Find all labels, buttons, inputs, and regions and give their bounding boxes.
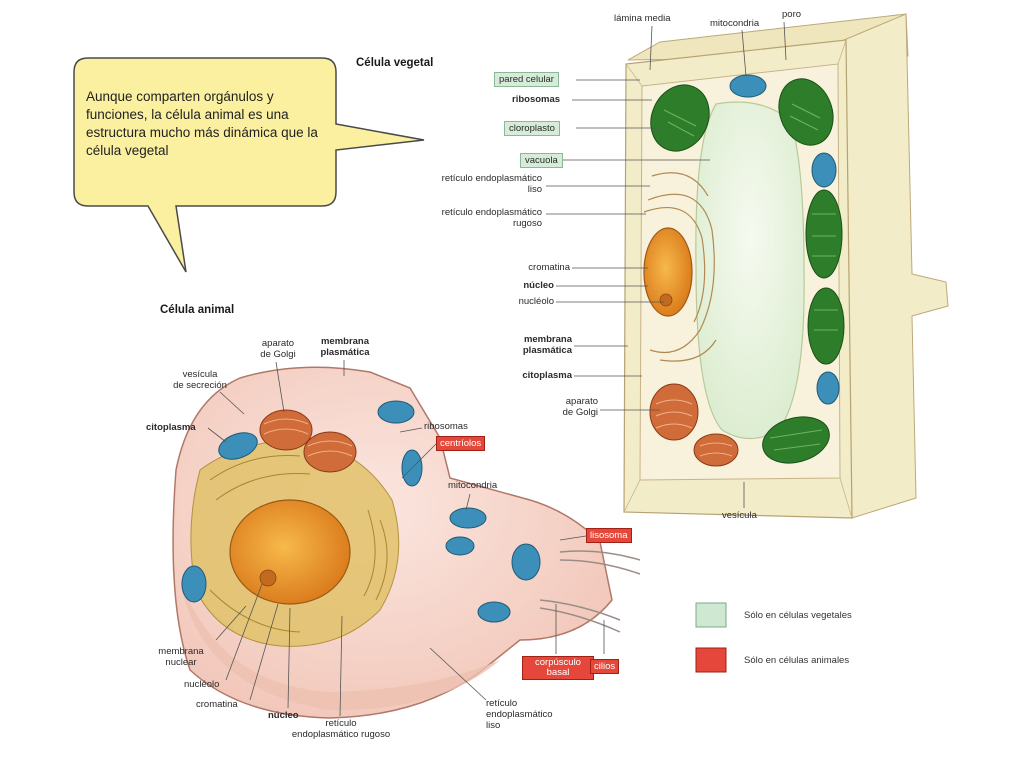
animal-label-cilios: cilios [590,659,620,674]
animal-label-corpusculo: corpúsculo basal [522,656,594,680]
animal-label-cromatina: cromatina [196,699,238,710]
animal-label-mitocondria: mitocondria [448,480,498,491]
animal-label-golgi-1: aparato [261,338,295,349]
plant-label-citoplasma: citoplasma [522,370,572,381]
animal-label-corpusculo-1: corpúsculo [535,657,581,668]
plant-label-ret-rugoso-1: retículo endoplasmático [441,207,542,218]
animal-label-ret-liso-1: retículo [486,698,518,709]
animal-label-centriolos: centríolos [436,436,486,451]
plant-label-ret-rugoso-2: rugoso [512,218,542,229]
animal-label-ret-rugoso-2: endoplasmático rugoso [291,729,391,740]
plant-label-cromatina: cromatina [528,262,570,273]
plant-cell-title: Célula vegetal [356,57,434,69]
legend-animal-only: Sólo en células animales [744,655,850,666]
animal-label-lisosoma: lisosoma [586,528,632,543]
animal-label-membrana-2: plasmática [320,347,370,358]
plant-label-ret-liso-2: liso [527,184,542,195]
plant-label-golgi-2: de Golgi [562,407,598,418]
animal-label-membrana-1: membrana [320,336,370,347]
plant-label-membrana-2: plasmática [522,345,572,356]
plant-label-mitocondria: mitocondria [710,18,760,29]
speech-bubble [73,57,425,273]
animal-label-membrana-nuclear-2: nuclear [165,657,197,668]
plant-label-lamina-media: lámina media [614,13,671,24]
animal-label-ret-rugoso-1: retículo [325,718,357,729]
animal-label-nucleo: núcleo [268,710,299,721]
plant-label-golgi-1: aparato [565,396,598,407]
plant-label-ribosomas: ribosomas [512,94,561,105]
animal-cell-title: Célula animal [160,304,235,316]
bubble-text: Aunque comparten orgánulos y funciones, … [86,89,318,158]
legend-swatch-animal [695,647,727,673]
plant-label-vesicula: vesícula [722,510,757,521]
plant-label-membrana-1: membrana [523,334,572,345]
legend-swatch-plant [695,602,727,628]
animal-label-ribosomas: ribosomas [424,421,468,432]
animal-label-membrana-nuclear-1: membrana [158,646,204,657]
legend-plant-only: Sólo en células vegetales [744,610,852,621]
plant-label-cloroplasto: cloroplasto [504,121,560,136]
animal-label-vesicula-1: vesícula [182,369,218,380]
plant-cell [623,13,949,519]
animal-label-ret-liso-3: liso [486,720,501,731]
plant-label-pared-celular: pared celular [494,72,559,87]
plant-label-ret-liso-1: retículo endoplasmático [441,173,542,184]
animal-cell [172,366,641,719]
plant-label-nucleolo: nucléolo [518,296,554,307]
animal-label-golgi-2: de Golgi [260,349,296,360]
plant-label-nucleo: núcleo [523,280,554,291]
animal-label-vesicula-2: de secreción [173,380,227,391]
plant-label-poro: poro [782,9,802,20]
animal-label-ret-liso-2: endoplasmático [486,709,553,720]
plant-label-vacuola: vacuola [520,153,563,168]
animal-label-nucleolo: nucléolo [184,679,220,690]
animal-label-corpusculo-2: basal [546,667,570,678]
animal-label-citoplasma: citoplasma [146,422,196,433]
